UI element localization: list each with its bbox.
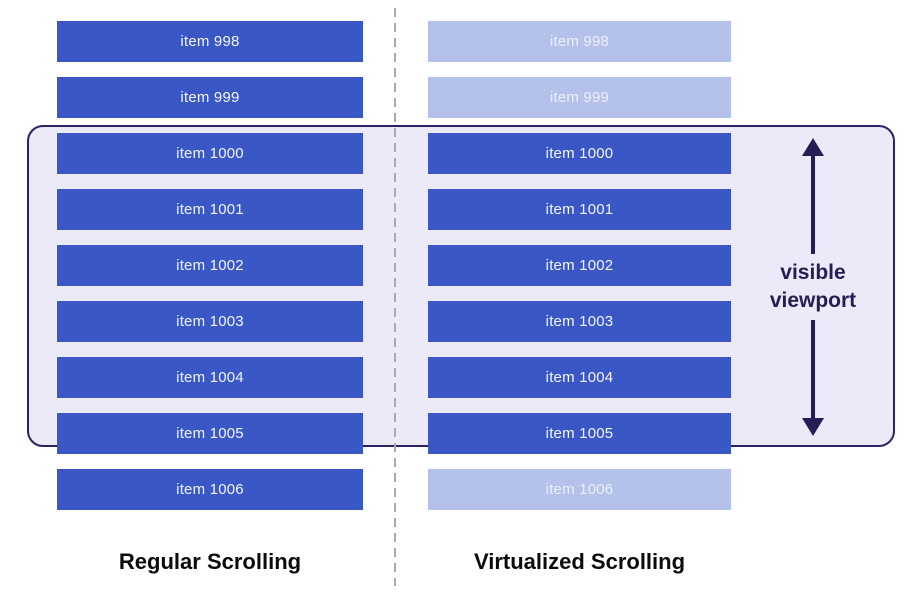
list-item: item 999 [428,77,731,118]
list-item-label: item 998 [180,33,240,50]
list-item: item 1001 [57,189,363,230]
list-item: item 1003 [57,301,363,342]
list-item: item 1002 [428,245,731,286]
column-title-regular: Regular Scrolling [118,549,302,574]
viewport-label-line1: visible [780,261,846,284]
list-item-label: item 1002 [176,257,244,274]
list-item: item 1005 [57,413,363,454]
list-item: item 998 [57,21,363,62]
list-item-label: item 1004 [545,369,614,386]
list-item-label: item 1005 [545,425,614,442]
list-item-label: item 1006 [545,481,614,498]
arrow-shaft-lower [811,320,815,418]
arrow-down-icon [802,418,824,436]
list-item-label: item 1003 [176,313,244,330]
list-item-label: item 998 [549,33,610,50]
list-item: item 1004 [428,357,731,398]
list-item-label: item 1002 [545,257,614,274]
list-item: item 1003 [428,301,731,342]
list-item: item 1006 [57,469,363,510]
list-item-label: item 1004 [176,369,244,386]
list-item: item 1005 [428,413,731,454]
list-item: item 999 [57,77,363,118]
viewport-label-line2: viewport [769,289,857,312]
viewport-extent-annotation: visible viewport [765,138,861,436]
list-item: item 1004 [57,357,363,398]
list-item: item 1001 [428,189,731,230]
list-item-label: item 1000 [176,145,244,162]
list-item: item 1000 [57,133,363,174]
list-item: item 1002 [57,245,363,286]
list-item-label: item 1005 [176,425,244,442]
arrow-up-icon [802,138,824,156]
list-item-label: item 1003 [545,313,614,330]
list-item-label: item 1000 [545,145,614,162]
list-item: item 1006 [428,469,731,510]
list-item: item 1000 [428,133,731,174]
viewport-label: visible viewport [770,259,856,315]
list-item-label: item 1001 [176,201,244,218]
list-item-label: item 999 [180,89,240,106]
list-item-label: item 999 [549,89,610,106]
list-item-label: item 1006 [176,481,244,498]
arrow-shaft-upper [811,156,815,254]
column-title-virtualized: Virtualized Scrolling [473,549,686,574]
list-item-label: item 1001 [545,201,614,218]
list-item: item 998 [428,21,731,62]
column-divider-dashed-line [394,8,396,586]
